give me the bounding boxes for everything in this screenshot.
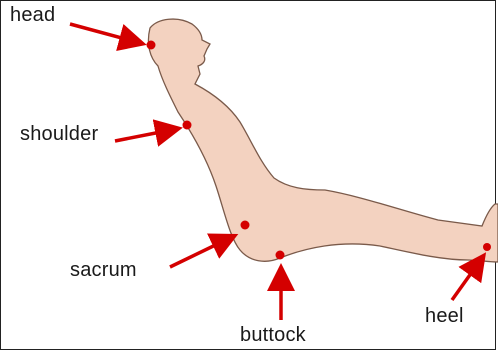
buttock-marker	[276, 251, 285, 260]
head-marker	[147, 41, 156, 50]
shoulder-marker	[183, 121, 192, 130]
label-shoulder: shoulder	[20, 123, 98, 146]
sacrum-marker	[241, 221, 250, 230]
heel-arrow	[452, 258, 482, 300]
body-silhouette	[148, 19, 498, 262]
sacrum-arrow	[170, 237, 232, 267]
head-arrow	[70, 24, 140, 43]
label-sacrum: sacrum	[70, 259, 137, 282]
heel-marker	[483, 243, 491, 251]
label-buttock: buttock	[240, 324, 306, 347]
shoulder-arrow	[115, 129, 176, 141]
label-heel: heel	[425, 305, 464, 328]
label-head: head	[10, 4, 55, 27]
